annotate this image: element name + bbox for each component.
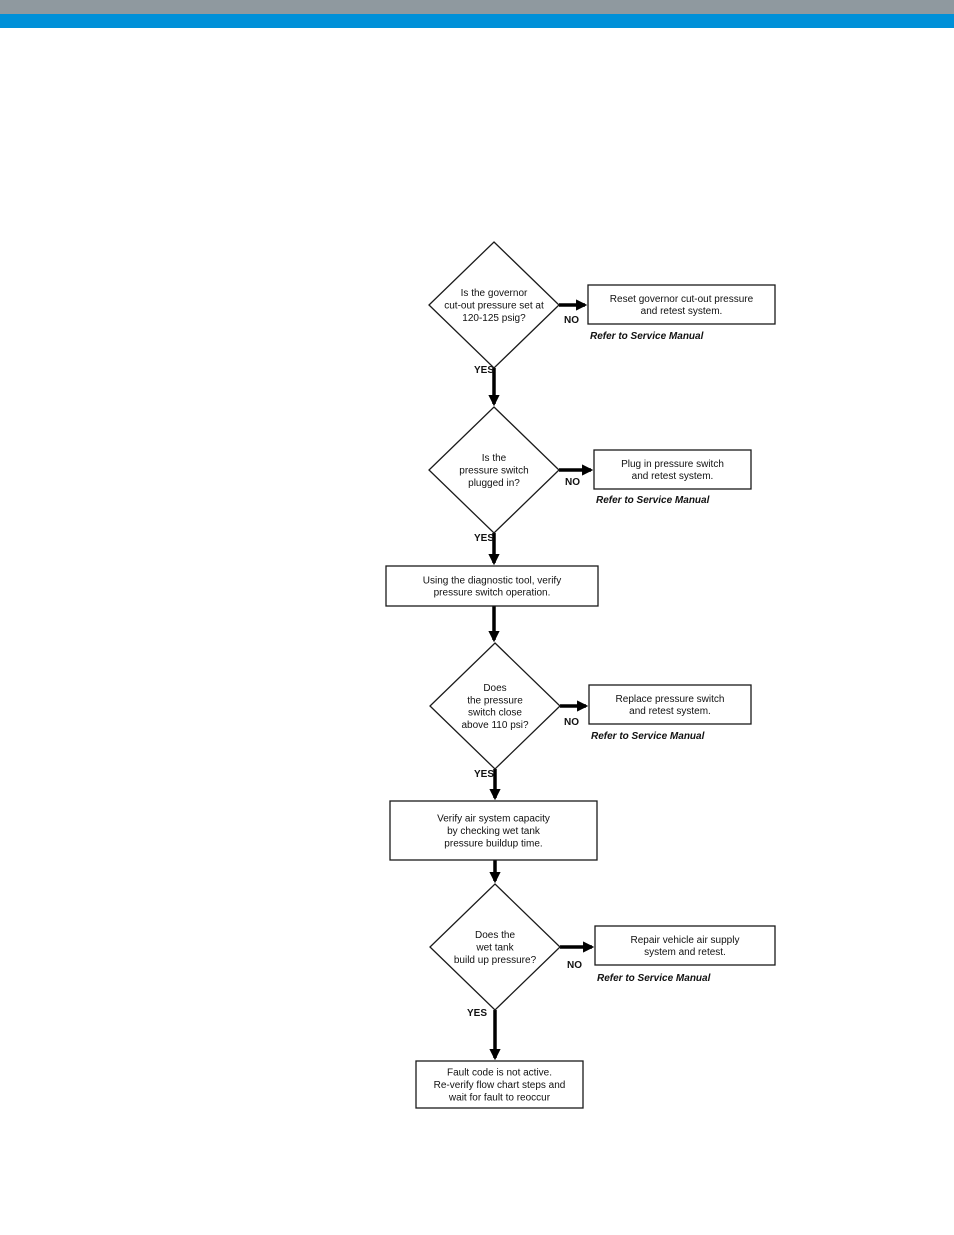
q4-text-line: wet tank [475, 943, 514, 954]
edge-label-no: NO [567, 960, 582, 971]
header-band-blue [0, 14, 954, 28]
process-node-s1: Using the diagnostic tool, verify pressur… [385, 565, 599, 607]
a3-text-line: Replace pressure switch [616, 694, 725, 705]
edge-q4-end: YES [467, 1008, 501, 1061]
decision-diamond [428, 241, 560, 369]
a2-text-line: and retest system. [632, 471, 714, 482]
action-box [593, 449, 752, 490]
edge-label-yes: YES [474, 769, 494, 780]
decision-diamond [429, 642, 561, 770]
s2-text-line: by checking wet tank [447, 826, 541, 837]
a2-text-line: Plug in pressure switch [621, 459, 724, 470]
q1-text-line: Is the governor [461, 288, 528, 299]
process-box [389, 800, 598, 861]
service-manual-reference: Refer to Service Manual [591, 731, 705, 742]
s2-text-line: pressure buildup time. [444, 838, 542, 849]
q1-text-line: cut-out pressure set at [444, 301, 544, 312]
a4-text-line: system and retest. [644, 947, 726, 958]
edge-label-yes: YES [467, 1008, 487, 1019]
q4-text-line: Does the [475, 930, 515, 941]
service-manual-reference: Refer to Service Manual [590, 331, 704, 342]
process-box [385, 565, 599, 607]
q1-text-line: 120-125 psig? [462, 313, 526, 324]
edge-label-no: NO [564, 315, 579, 326]
s1-text-line: pressure switch operation. [434, 588, 551, 599]
edges-layer: NO YES NO YES NO YES NO YES [467, 299, 595, 1061]
q2-text-line: plugged in? [468, 478, 520, 489]
header-band-grey [0, 0, 954, 14]
service-manual-reference: Refer to Service Manual [596, 495, 710, 506]
edge-q2-s1: YES [474, 533, 500, 566]
end-text-line: Fault code is not active. [447, 1068, 552, 1079]
edge-q2-a2: NO [559, 464, 594, 488]
q3-text-line: above 110 psi? [461, 720, 529, 731]
edge-q1-q2: YES [474, 365, 500, 407]
edge-label-yes: YES [474, 533, 494, 544]
s1-text-line: Using the diagnostic tool, verify [423, 575, 561, 586]
end-text-line: wait for fault to reoccur [448, 1092, 551, 1103]
nodes-layer: Is the governor cut-out pressure set at12… [385, 241, 776, 1109]
decision-diamond [428, 406, 560, 534]
q3-text-line: switch close [468, 708, 522, 719]
process-box [415, 1060, 584, 1109]
a1-text-line: and retest system. [641, 306, 723, 317]
action-box [594, 925, 776, 966]
end-text-line: Re-verify flow chart steps and [434, 1080, 566, 1091]
edge-label-no: NO [565, 477, 580, 488]
process-node-end: Fault code is not active.Re-verify flow … [415, 1060, 584, 1109]
edge-q1-a1: NO [559, 299, 588, 326]
edge-label-no: NO [564, 717, 579, 728]
edge-q4-a4: NO [560, 941, 595, 971]
edge-q3-s2: YES [474, 769, 501, 801]
q3-text-line: Does [483, 683, 506, 694]
edge-q3-a3: NO [560, 700, 589, 728]
s2-text-line: Verify air system capacity [437, 814, 550, 825]
decision-diamond [429, 883, 561, 1011]
q2-text-line: Is the [482, 453, 507, 464]
q2-text-line: pressure switch [459, 466, 528, 477]
q3-text-line: the pressure [467, 695, 523, 706]
action-box [588, 684, 752, 725]
service-manual-reference: Refer to Service Manual [597, 973, 711, 984]
edge-label-yes: YES [474, 365, 494, 376]
a3-text-line: and retest system. [629, 706, 711, 717]
a1-text-line: Reset governor cut-out pressure [610, 294, 754, 305]
action-box [587, 284, 776, 325]
a4-text-line: Repair vehicle air supply [631, 935, 740, 946]
decision-node-q1: Is the governor cut-out pressure set at12… [428, 241, 560, 369]
q4-text-line: build up pressure? [454, 955, 537, 966]
